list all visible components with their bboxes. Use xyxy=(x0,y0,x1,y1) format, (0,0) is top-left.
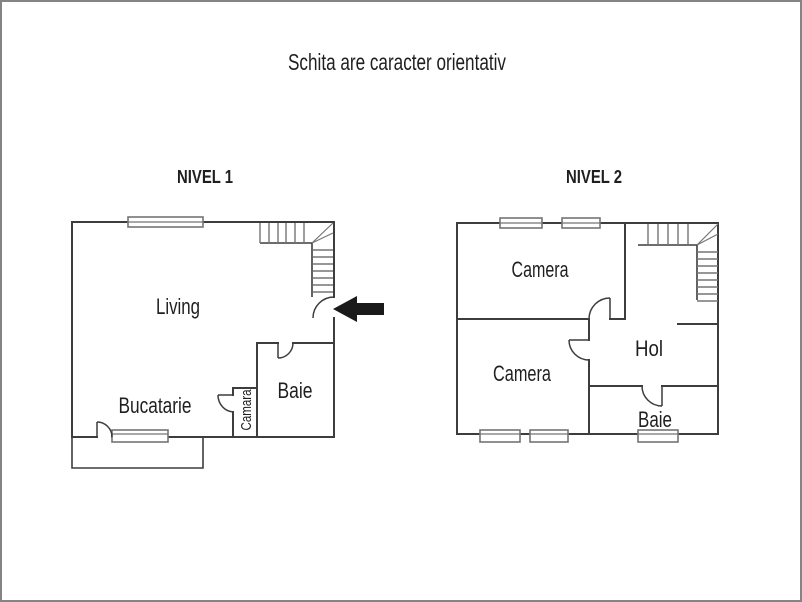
diagram-title: Schita are caracter orientativ xyxy=(288,49,506,75)
floor-plan-level-2: NIVEL 2 xyxy=(456,167,719,443)
window xyxy=(111,216,204,443)
room-label-baie-2: Baie xyxy=(638,407,672,432)
room-label-baie-1: Baie xyxy=(278,378,313,403)
door-arc xyxy=(568,297,663,407)
room-label-bucatarie: Bucatarie xyxy=(119,393,192,418)
room-label-camara: Camara xyxy=(238,389,255,430)
level-2-label: NIVEL 2 xyxy=(566,167,622,187)
level-1-stairs xyxy=(259,222,334,297)
entrance-arrow-icon xyxy=(333,296,384,322)
window xyxy=(479,217,679,443)
level-2-stairs xyxy=(638,223,719,302)
floor-plan-level-1: NIVEL 1 xyxy=(71,167,335,469)
level-1-porch xyxy=(71,437,204,469)
room-label-camera-2: Camera xyxy=(493,361,552,386)
room-label-camera-1: Camera xyxy=(512,257,570,282)
level-1-label: NIVEL 1 xyxy=(177,167,233,187)
room-label-living: Living xyxy=(156,294,200,319)
level-2-walls xyxy=(456,222,719,435)
room-label-hol: Hol xyxy=(635,336,663,361)
level-1-walls xyxy=(71,221,335,438)
door-arc xyxy=(96,296,335,438)
